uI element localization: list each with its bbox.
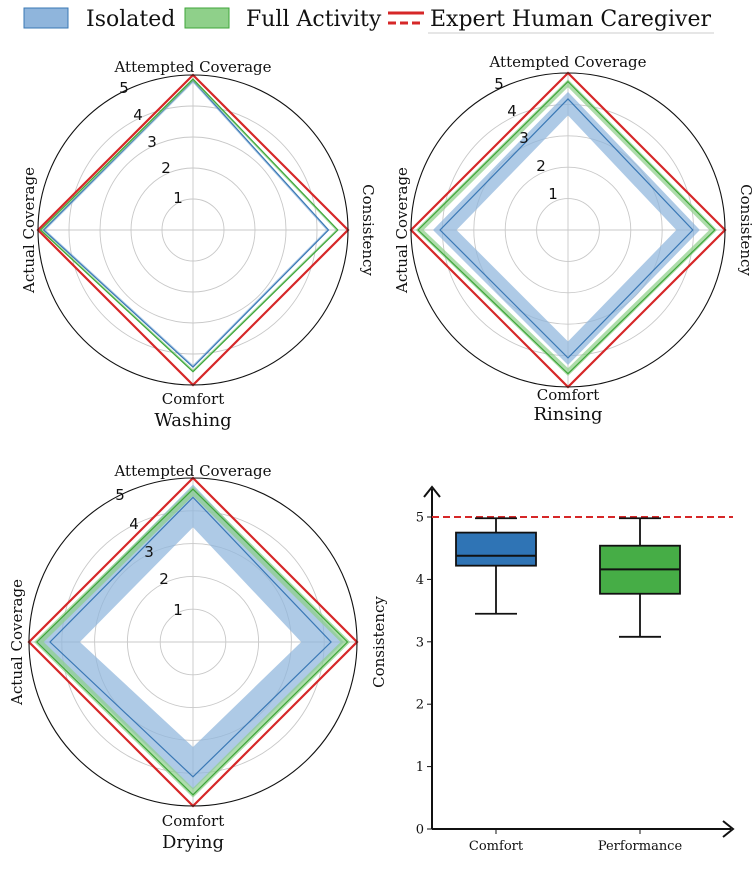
radar-title: Washing <box>154 410 231 431</box>
x-axis-arrow <box>722 820 735 838</box>
radar-ring-label: 1 <box>173 601 183 619</box>
y-tick-label: 0 <box>416 823 424 838</box>
radar-axis-label: Consistency <box>370 596 388 688</box>
radar-band-isolated <box>42 79 330 368</box>
radar-axis-label: Attempted Coverage <box>113 462 271 480</box>
radar-band-isolated <box>432 91 700 366</box>
radar-line-isolated <box>42 79 330 368</box>
radar-ring-label: 1 <box>173 189 183 207</box>
radar-ring-label: 4 <box>507 102 517 120</box>
radar-band-full <box>39 78 339 373</box>
legend-label-expert: Expert Human Caregiver <box>430 7 711 32</box>
y-tick-label: 3 <box>416 635 424 650</box>
radar-axis-label: Attempted Coverage <box>113 58 271 76</box>
y-tick-label: 4 <box>416 573 424 588</box>
radar-axis-label: Actual Coverage <box>8 579 26 706</box>
x-tick-label: Performance <box>598 839 683 854</box>
radar-ring-label: 3 <box>144 543 154 561</box>
legend: Isolated Full Activity Expert Human Care… <box>23 7 714 34</box>
radar-ring-label: 3 <box>147 133 157 151</box>
y-tick-label: 1 <box>416 760 424 775</box>
radar-outer-frame <box>37 74 349 386</box>
box-iqr-comfort <box>455 531 537 567</box>
radar-ring-label: 2 <box>161 159 171 177</box>
legend-swatch-isolated <box>23 7 69 29</box>
radar-axis-label: Actual Coverage <box>20 167 38 294</box>
radar-ring-label: 1 <box>548 185 558 203</box>
radar-axis-label: Comfort <box>162 390 225 408</box>
radar-axis-label: Actual Coverage <box>393 167 411 294</box>
y-axis-arrow <box>423 485 441 498</box>
radar-line-full <box>39 78 339 373</box>
radar-band-full <box>415 79 718 377</box>
radar-ring-label: 4 <box>129 515 139 533</box>
legend-label-isolated: Isolated <box>86 7 175 32</box>
radar-ring-label: 3 <box>519 129 529 147</box>
radar-line-full <box>36 488 349 796</box>
radar-axis-label: Consistency <box>359 184 377 276</box>
radar-axis-label: Comfort <box>162 812 225 830</box>
y-tick-label: 5 <box>416 511 424 526</box>
radar-ring-label: 5 <box>115 486 125 504</box>
radar-title: Drying <box>162 832 224 853</box>
legend-swatch-full-activity <box>184 7 230 29</box>
radar-axis-label: Consistency <box>737 184 755 276</box>
radar-band-full <box>33 486 351 798</box>
radar-ring-label: 2 <box>159 570 169 588</box>
radar-ring-label: 4 <box>133 106 143 124</box>
radar-band-isolated <box>37 484 344 790</box>
legend-label-full-activity: Full Activity <box>246 7 382 32</box>
x-tick-label: Comfort <box>469 839 524 854</box>
radar-line-isolated <box>49 496 332 778</box>
radar-axis-label: Comfort <box>537 386 600 404</box>
radar-line-isolated <box>439 98 694 359</box>
radar-axis-label: Attempted Coverage <box>488 53 646 71</box>
radar-outer-frame <box>410 72 726 388</box>
radar-ring-label: 5 <box>494 75 504 93</box>
radar-line-full <box>417 80 716 375</box>
radar-ring-label: 2 <box>536 157 546 175</box>
radar-outer-frame <box>28 477 358 807</box>
radar-ring-label: 5 <box>119 79 129 97</box>
y-tick-label: 2 <box>416 698 424 713</box>
radar-title: Rinsing <box>533 404 602 425</box>
